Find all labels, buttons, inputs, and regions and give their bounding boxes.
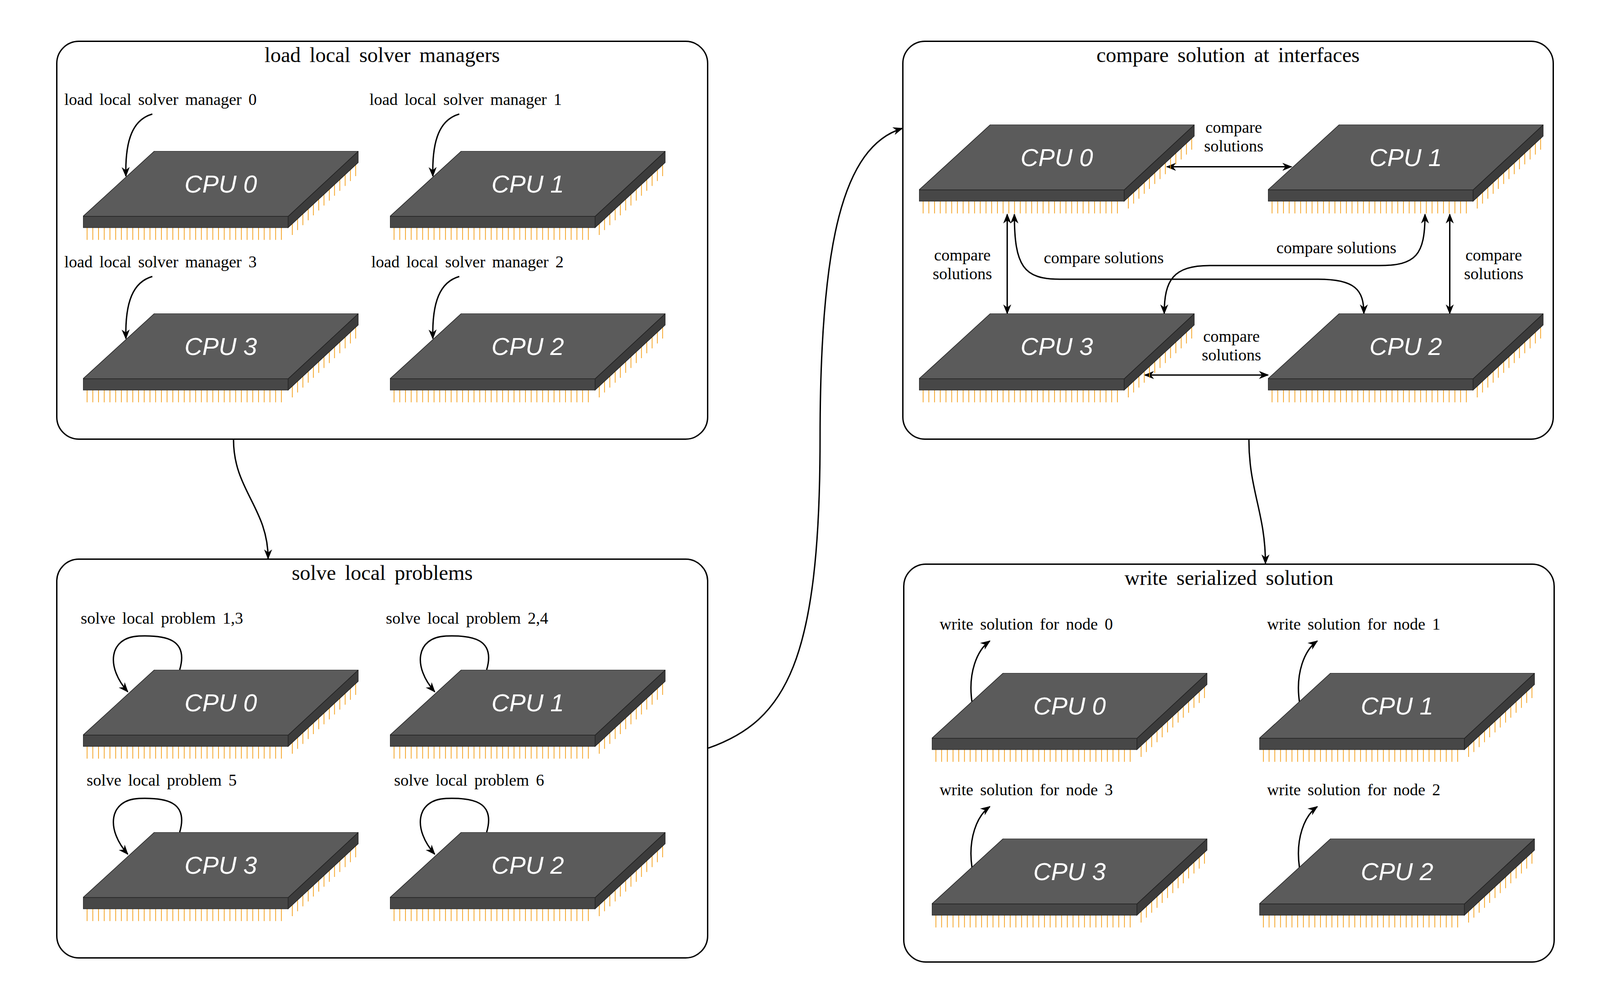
cpu-chip: CPU 3 — [919, 313, 1195, 404]
cpu-chip: CPU 0 — [919, 124, 1195, 215]
connector — [1449, 214, 1451, 314]
connector — [1006, 214, 1008, 314]
panel-title: compare solution at interfaces — [903, 41, 1553, 68]
connector — [708, 128, 903, 749]
cpu-label: CPU 3 — [931, 838, 1208, 884]
edge-label: compare solutions — [1042, 248, 1166, 268]
cpu-chip: CPU 0 — [931, 672, 1208, 763]
cpu-chip: CPU 0 — [83, 669, 359, 760]
stage-panel: compare solution at interfacesCPU 0 CPU 1… — [902, 40, 1554, 440]
annotation-label: load local solver manager 0 — [64, 90, 257, 110]
connector — [1144, 374, 1268, 376]
cpu-chip: CPU 1 — [389, 150, 666, 241]
cpu-label: CPU 2 — [1259, 838, 1535, 884]
cpu-label: CPU 3 — [83, 313, 359, 359]
cpu-label: CPU 1 — [1259, 672, 1535, 718]
edge-label: compare solutions — [1200, 327, 1263, 365]
edge-label: compare solutions — [930, 245, 994, 284]
annotation-label: load local solver manager 3 — [64, 253, 257, 272]
cpu-chip: CPU 1 — [389, 669, 666, 760]
annotation-label: load local solver manager 1 — [369, 90, 562, 110]
connector — [1248, 439, 1266, 564]
cpu-label: CPU 1 — [389, 669, 666, 715]
connector — [1167, 166, 1292, 168]
cpu-chip: CPU 3 — [83, 831, 359, 922]
annotation-label: write solution for node 0 — [939, 615, 1113, 634]
panel-title: write serialized solution — [904, 564, 1554, 590]
cpu-chip: CPU 2 — [1267, 313, 1544, 404]
cpu-label: CPU 2 — [389, 313, 666, 359]
annotation-label: write solution for node 3 — [939, 780, 1113, 800]
cpu-label: CPU 0 — [83, 669, 359, 715]
cpu-label: CPU 2 — [389, 831, 666, 878]
cpu-label: CPU 1 — [389, 150, 666, 197]
cpu-label: CPU 0 — [919, 124, 1195, 170]
cpu-chip: CPU 1 — [1259, 672, 1535, 763]
cpu-label: CPU 3 — [83, 831, 359, 878]
panel-title: load local solver managers — [57, 41, 707, 68]
cpu-label: CPU 1 — [1267, 124, 1544, 170]
cpu-label: CPU 0 — [83, 150, 359, 197]
cpu-chip: CPU 1 — [1267, 124, 1544, 215]
annotation-label: load local solver manager 2 — [371, 253, 564, 272]
connector — [233, 439, 269, 559]
annotation-label: solve local problem 1,3 — [80, 609, 244, 628]
cpu-chip: CPU 0 — [83, 150, 359, 241]
annotation-label: solve local problem 6 — [394, 771, 545, 790]
cpu-chip: CPU 3 — [83, 313, 359, 404]
cpu-chip: CPU 3 — [931, 838, 1208, 929]
cpu-label: CPU 0 — [931, 672, 1208, 718]
panel-title: solve local problems — [57, 559, 707, 585]
edge-label: compare solutions — [1274, 238, 1399, 258]
annotation-label: write solution for node 1 — [1267, 615, 1441, 634]
annotation-label: solve local problem 5 — [86, 771, 237, 790]
cpu-label: CPU 2 — [1267, 313, 1544, 359]
cpu-label: CPU 3 — [919, 313, 1195, 359]
connector — [1164, 214, 1426, 314]
cpu-chip: CPU 2 — [1259, 838, 1535, 929]
edge-label: compare solutions — [1462, 245, 1526, 284]
cpu-chip: CPU 2 — [389, 831, 666, 922]
annotation-label: solve local problem 2,4 — [385, 609, 549, 628]
edge-label: compare solutions — [1202, 118, 1266, 156]
cpu-chip: CPU 2 — [389, 313, 666, 404]
annotation-label: write solution for node 2 — [1267, 780, 1441, 800]
connector — [1014, 214, 1364, 314]
